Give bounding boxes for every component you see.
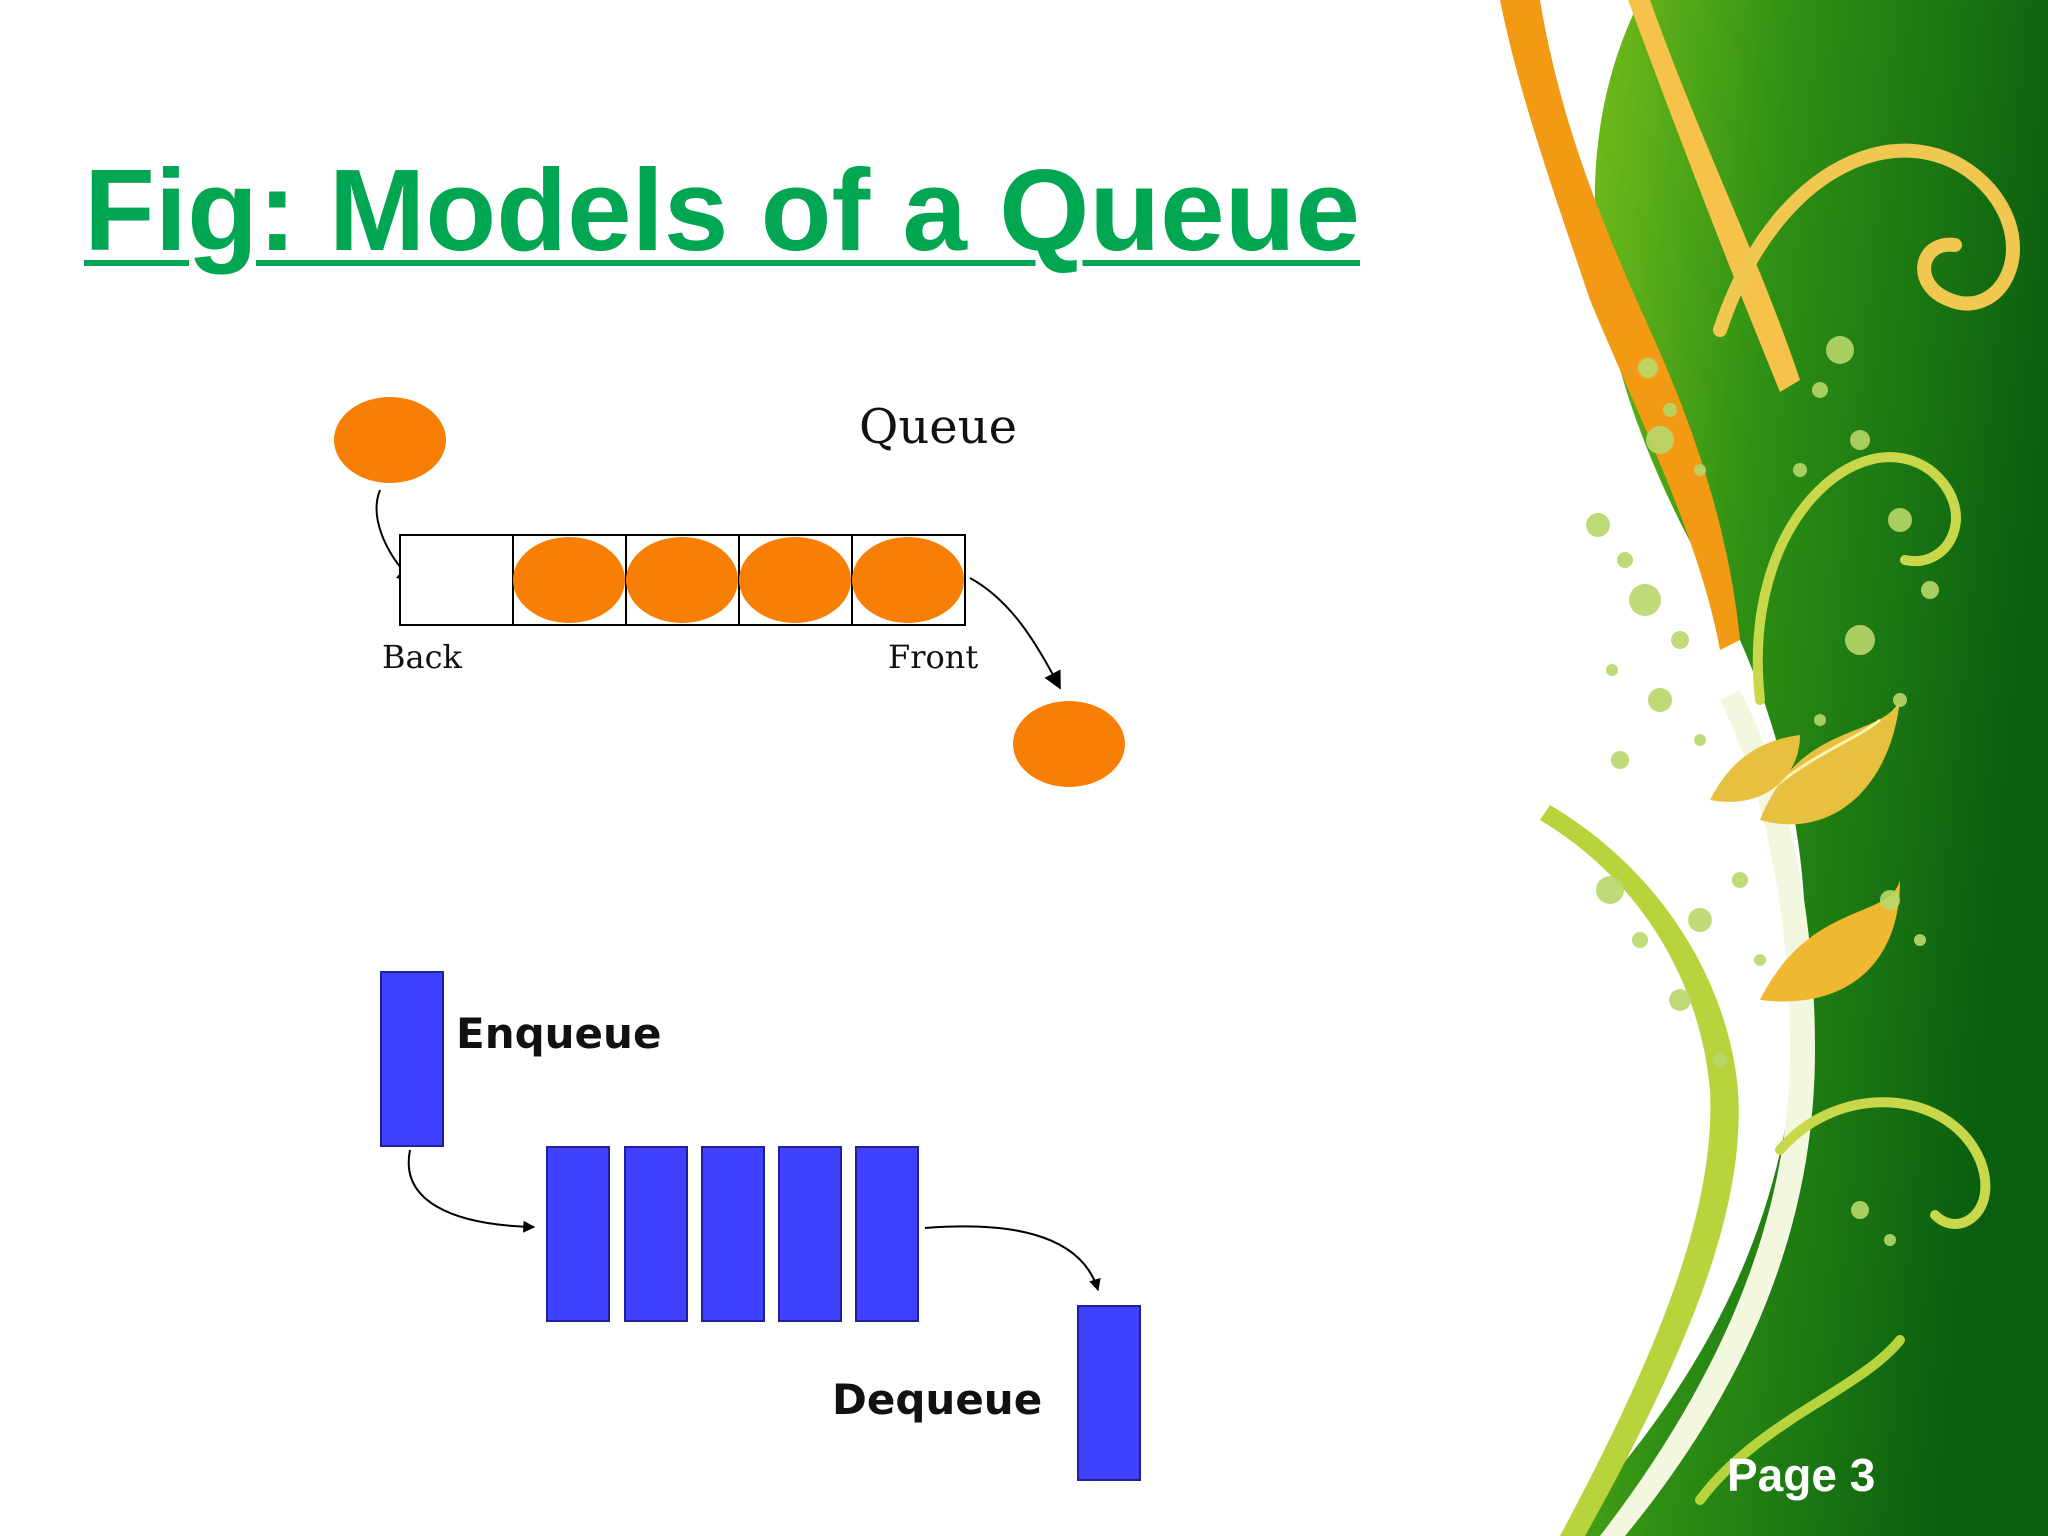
yellow-swirl-band — [1628, 0, 1800, 392]
queue-element — [513, 537, 625, 623]
queue-diagram-bars: Enqueue Dequeue — [380, 971, 1141, 1481]
lime-stem-left — [1540, 805, 1739, 1536]
enqueue-flow-arrow — [407, 1149, 536, 1233]
outgoing-element — [1013, 701, 1125, 787]
leaf-icon — [1769, 718, 1881, 792]
decorative-background — [1500, 0, 2048, 1536]
queue-element — [739, 537, 851, 623]
queue-diagram-circles: Queue Back Front — [334, 397, 1125, 787]
queue-bar — [701, 1146, 765, 1322]
orange-swirl-band — [1500, 0, 1740, 650]
swirl-curl-top — [1713, 143, 2020, 337]
dequeue-flow-arrow — [924, 1225, 1101, 1292]
queue-bar — [778, 1146, 842, 1322]
enqueue-label: Enqueue — [456, 1009, 661, 1058]
incoming-element — [334, 397, 446, 483]
queue-elements — [513, 537, 964, 623]
swirl-curl-lower — [1775, 1097, 1991, 1229]
dequeue-arrow — [969, 577, 1061, 690]
queue-bar — [855, 1146, 919, 1322]
queue-bars — [546, 1146, 919, 1322]
queue-bar — [624, 1146, 688, 1322]
swirl-curl-bottom — [1695, 1335, 1905, 1505]
queue-element — [852, 537, 964, 623]
enqueue-item — [380, 971, 444, 1147]
queue-bar — [546, 1146, 610, 1322]
slide-title: Fig: Models of a Queue — [84, 145, 1361, 275]
queue-heading: Queue — [859, 399, 1017, 455]
swirl-curl-middle — [1752, 452, 1961, 705]
front-label: Front — [888, 638, 978, 676]
dequeue-label: Dequeue — [832, 1375, 1042, 1424]
leaf-icon — [1760, 880, 1900, 1002]
bubbles — [1586, 336, 1939, 1246]
leaf-icon — [1710, 735, 1800, 802]
queue-element — [626, 537, 738, 623]
back-label: Back — [382, 638, 463, 676]
queue-slot — [399, 534, 514, 626]
page-number: Page 3 — [1727, 1449, 1876, 1501]
dequeue-item — [1077, 1305, 1141, 1481]
